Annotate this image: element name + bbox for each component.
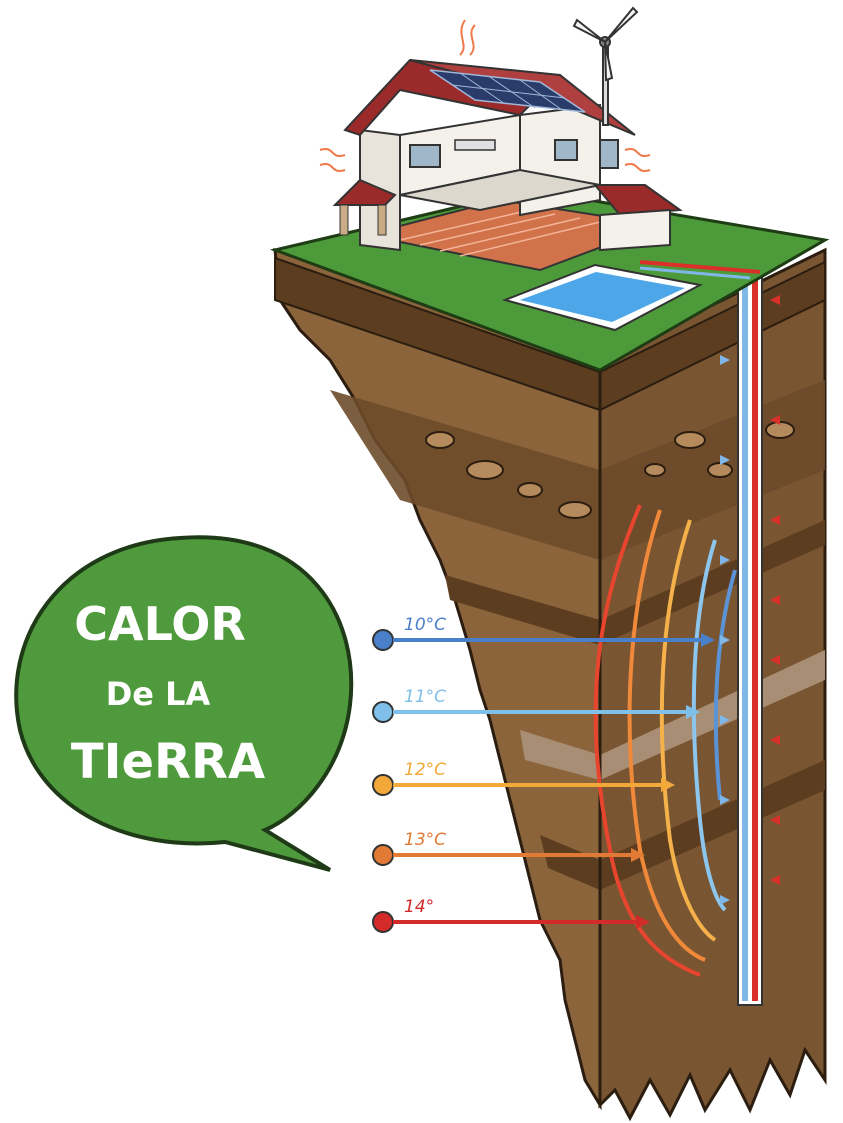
temp-label: 14° bbox=[404, 897, 434, 917]
temp-dot bbox=[372, 844, 394, 866]
wind-turbine-icon bbox=[572, 6, 639, 126]
temp-arrow-head bbox=[636, 915, 650, 929]
bubble-line-2: De LA bbox=[106, 675, 211, 713]
temp-arrow-head bbox=[631, 848, 645, 862]
temp-label: 13°C bbox=[404, 830, 446, 850]
temp-arrow-head bbox=[701, 633, 715, 647]
temp-dot bbox=[372, 774, 394, 796]
temp-dot bbox=[372, 911, 394, 933]
temp-label: 12°C bbox=[404, 760, 446, 780]
borehole-pipe bbox=[720, 264, 780, 1006]
bubble-line-3: TIeRRA bbox=[71, 734, 265, 790]
house-icon bbox=[319, 19, 683, 272]
temp-arrow-head bbox=[661, 778, 675, 792]
temp-dot bbox=[372, 629, 394, 651]
temp-label: 10°C bbox=[404, 615, 446, 635]
temperature-readings: 10°C 11°C 12°C 13°C 14° bbox=[372, 615, 715, 933]
temp-label: 11°C bbox=[404, 687, 446, 707]
speech-bubble-shape bbox=[14, 535, 354, 872]
heat-waves bbox=[593, 504, 737, 977]
temp-dot bbox=[372, 701, 394, 723]
temp-arrow-head bbox=[686, 705, 700, 719]
bubble-line-1: CALOR bbox=[74, 597, 246, 651]
solar-panel-icon bbox=[429, 69, 586, 113]
speech-bubble: CALOR De LA TIeRRA bbox=[14, 535, 354, 872]
pool-icon bbox=[501, 263, 703, 332]
